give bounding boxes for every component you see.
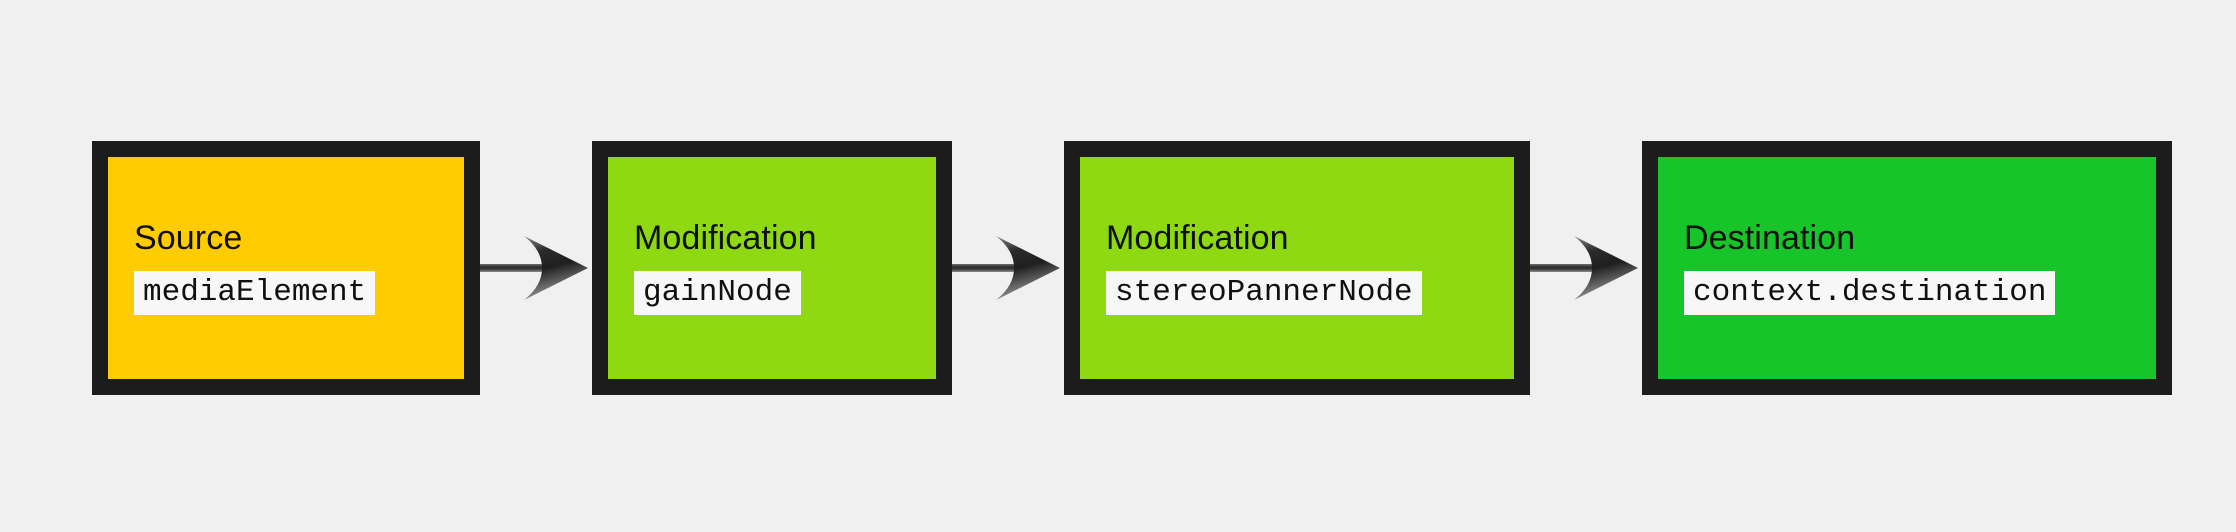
node-modification-gain[interactable]: Modification gainNode [592, 141, 952, 395]
node-modification-panner[interactable]: Modification stereoPannerNode [1064, 141, 1530, 395]
flow-row: Source mediaElement [92, 141, 2172, 395]
node-title: Modification [634, 218, 817, 257]
connector-panner-to-destination [1530, 223, 1642, 313]
node-destination[interactable]: Destination context.destination [1642, 141, 2172, 395]
connector-gain-to-panner [952, 223, 1064, 313]
arrow-right-icon [480, 236, 588, 300]
node-title: Modification [1106, 218, 1289, 257]
node-title: Destination [1684, 218, 1856, 257]
node-code-label: context.destination [1684, 270, 2056, 316]
node-code-label: gainNode [634, 270, 801, 316]
connector-source-to-gain [480, 223, 592, 313]
node-code-label: mediaElement [134, 270, 376, 316]
node-title: Source [134, 218, 243, 257]
arrow-right-icon [1530, 236, 1638, 300]
node-source[interactable]: Source mediaElement [92, 141, 480, 395]
arrow-right-icon [952, 236, 1060, 300]
node-code-label: stereoPannerNode [1106, 270, 1422, 316]
